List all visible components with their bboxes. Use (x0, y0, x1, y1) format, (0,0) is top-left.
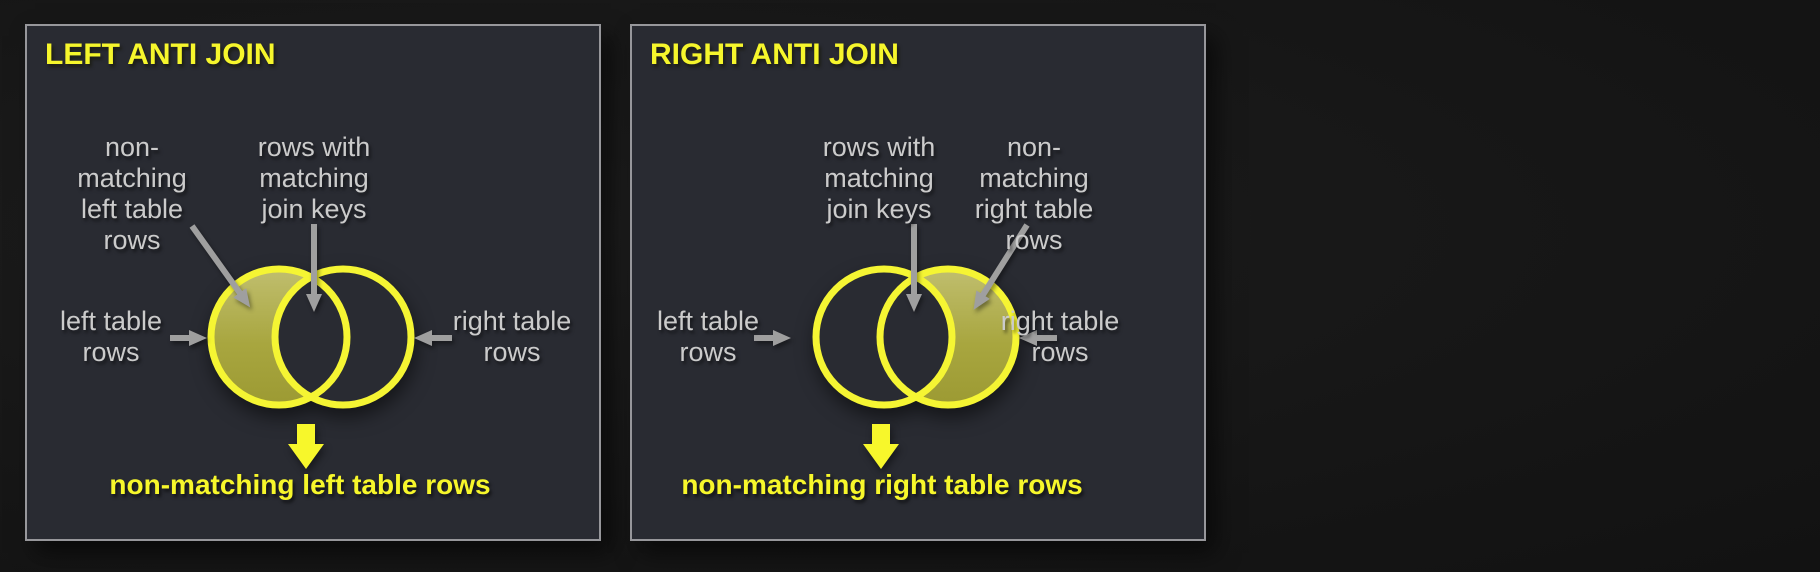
right-anti-join-venn (754, 223, 1057, 469)
result-caption: non-matching left table rows (109, 469, 491, 500)
down-arrow (288, 424, 324, 469)
label-left-table-rows: left table rows (656, 306, 760, 367)
right-anti-join-panel: RIGHT ANTI JOIN rows with matching join … (630, 24, 1206, 541)
down-arrow (863, 424, 899, 469)
label-matching-join-keys: rows with matching join keys (822, 132, 936, 224)
label-non-matching-left-rows: non- matching left table rows (77, 132, 187, 255)
label-matching-join-keys: rows with matching join keys (257, 132, 371, 224)
left-circle (207, 265, 351, 409)
arrow-to-crescent (189, 224, 251, 308)
left-circle (812, 265, 956, 409)
panel-title: LEFT ANTI JOIN (45, 38, 276, 71)
right-circle (271, 265, 415, 409)
right-circle (876, 265, 1020, 409)
label-right-table-rows: right table rows (452, 306, 572, 367)
left-anti-join-venn (170, 224, 452, 469)
label-left-table-rows: left table rows (59, 306, 163, 367)
panel-title: RIGHT ANTI JOIN (650, 38, 899, 71)
result-caption: non-matching right table rows (681, 469, 1083, 500)
label-right-table-rows: right table rows (1000, 306, 1120, 367)
arrow-to-crescent (973, 223, 1030, 310)
left-anti-join-panel: LEFT ANTI JOIN non- matching left table … (25, 24, 601, 541)
label-non-matching-right-rows: non- matching right table rows (974, 132, 1094, 255)
